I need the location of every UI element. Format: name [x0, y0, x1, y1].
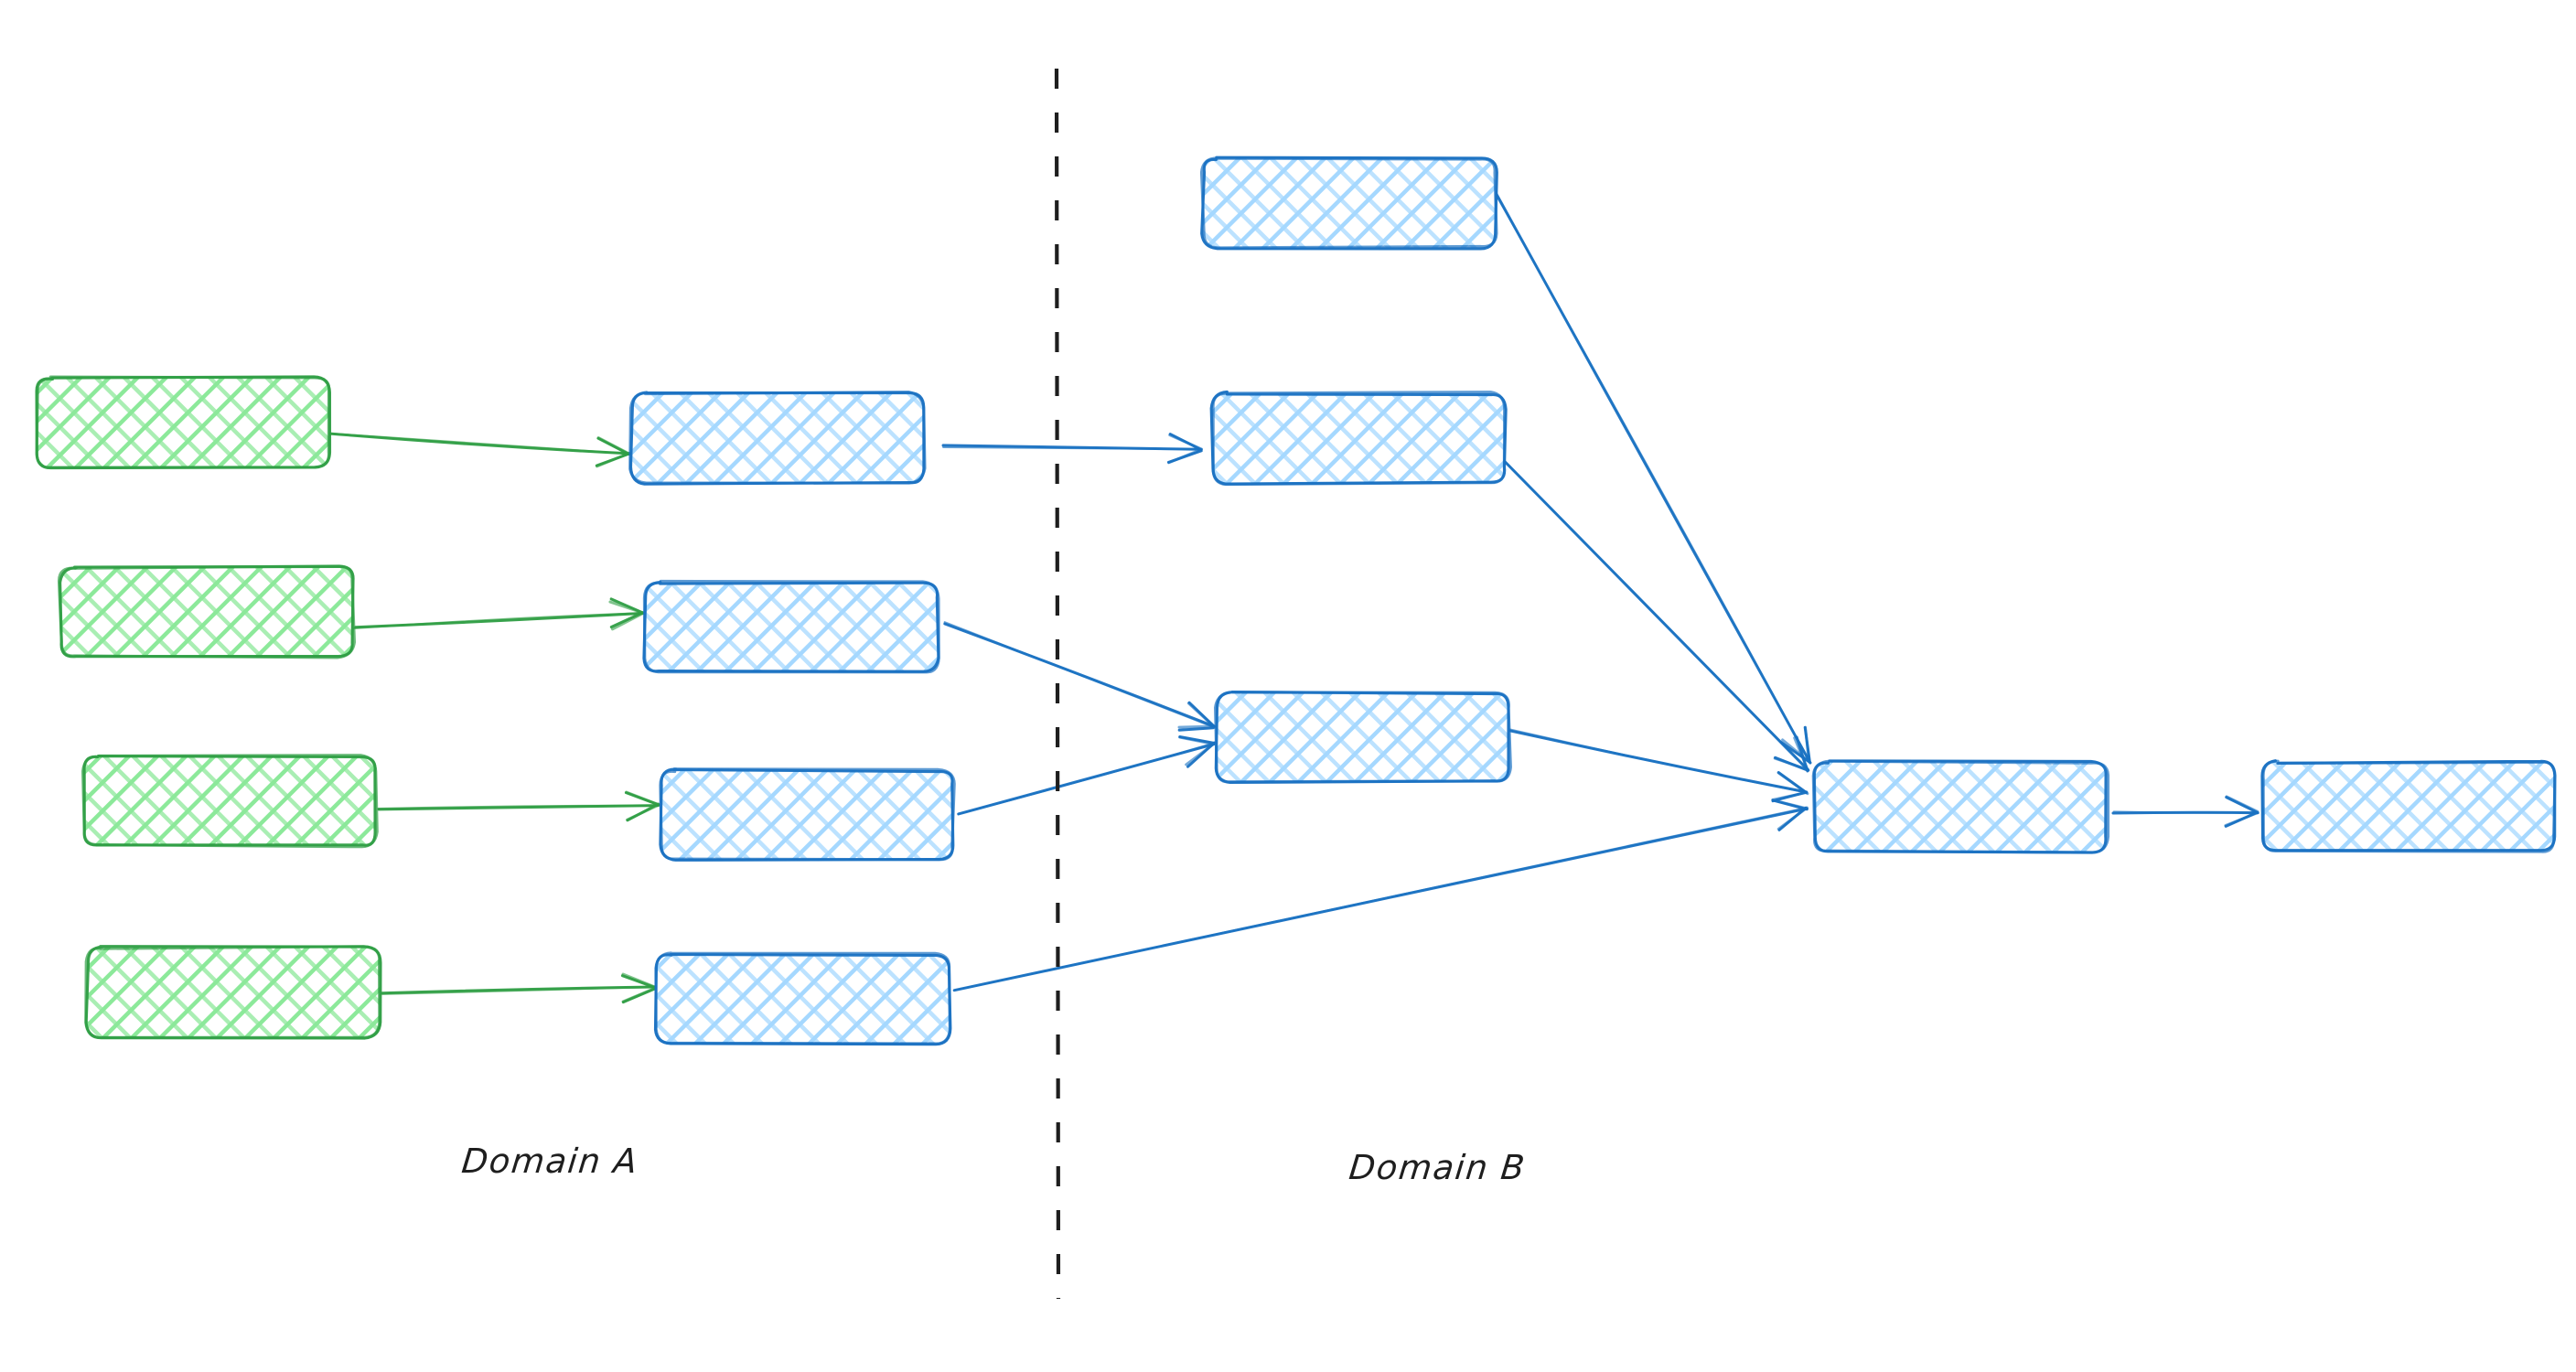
edge-e-c2 — [1496, 452, 1810, 773]
edge-e-b3 — [957, 734, 1217, 816]
node-a-proc-1[interactable] — [628, 391, 927, 486]
node-outline — [654, 951, 951, 1045]
node-outline — [84, 945, 381, 1039]
divider-layer — [1054, 68, 1061, 1300]
arrowhead-stroke — [1804, 725, 1810, 763]
node-fill-cross — [87, 948, 380, 1037]
domain-divider-line — [1054, 68, 1061, 1300]
node-outline — [659, 767, 956, 862]
arrowhead-stroke — [1776, 771, 1809, 796]
edge-e-c1 — [1492, 188, 1812, 765]
domain-label-b: Domain B — [1347, 1148, 1528, 1187]
node-fill-cross — [1212, 393, 1505, 483]
arrowhead-stroke — [608, 600, 645, 615]
edge-e-a3 — [377, 790, 661, 822]
node-outline — [1199, 156, 1498, 250]
edge-line — [1492, 189, 1811, 764]
edge-e-b1 — [941, 433, 1203, 465]
node-outline — [1811, 759, 2110, 854]
nodes-layer — [35, 155, 2557, 1046]
node-outline — [2261, 759, 2557, 853]
arrowhead-stroke — [1773, 756, 1810, 771]
node-b-node-2[interactable] — [1209, 390, 1508, 487]
node-outline — [57, 564, 357, 659]
node-outline — [1211, 391, 1507, 487]
node-a-src-4[interactable] — [84, 945, 382, 1040]
edge-line — [381, 985, 657, 995]
node-fill-cross — [83, 756, 376, 846]
node-b-node-1[interactable] — [1199, 155, 1498, 251]
arrowhead-stroke — [596, 436, 632, 456]
arrowhead-stroke — [1177, 726, 1215, 732]
node-fill-cross — [37, 378, 329, 467]
arrowhead-stroke — [621, 986, 657, 1003]
edge-line — [377, 804, 661, 810]
node-fill-cross — [1217, 692, 1509, 782]
arrowhead-stroke — [626, 803, 660, 821]
node-a-proc-2[interactable] — [642, 579, 940, 674]
edge-line — [329, 432, 631, 456]
edges-layer — [328, 188, 2259, 1004]
edge-e-b2 — [943, 621, 1217, 732]
arrowhead-stroke — [1177, 724, 1216, 729]
edge-line — [957, 742, 1216, 815]
node-fill-cross — [1814, 762, 2107, 852]
node-outline — [628, 391, 927, 485]
edge-e-a4 — [381, 972, 658, 1004]
node-b-hub[interactable] — [1811, 759, 2110, 854]
arrowhead-stroke — [1781, 738, 1811, 764]
edge-e-a1 — [328, 432, 632, 468]
edge-line — [1508, 728, 1808, 794]
arrowhead-stroke — [625, 790, 660, 806]
node-fill-cross — [60, 567, 353, 657]
arrowhead-stroke — [1771, 791, 1808, 801]
node-b-node-3[interactable] — [1213, 690, 1512, 785]
edge-e-c4 — [952, 799, 1809, 992]
domain-label-a: Domain A — [459, 1142, 640, 1181]
edge-e-d1 — [2111, 795, 2259, 828]
edge-line — [942, 445, 1202, 451]
arrowhead-stroke — [2224, 811, 2259, 827]
edge-e-c3 — [1508, 728, 1809, 803]
node-a-src-1[interactable] — [35, 375, 332, 470]
node-a-proc-4[interactable] — [653, 951, 952, 1046]
arrowhead-stroke — [1168, 434, 1203, 451]
edge-e-a2 — [352, 597, 646, 631]
node-outline — [1213, 691, 1512, 784]
arrowhead-stroke — [1776, 806, 1809, 831]
node-a-proc-3[interactable] — [659, 767, 956, 862]
node-fill-cross — [1203, 158, 1496, 248]
node-fill-cross — [2262, 762, 2555, 852]
node-a-src-2[interactable] — [57, 564, 357, 659]
arrowhead-stroke — [621, 972, 658, 989]
node-outline — [80, 754, 379, 849]
node-fill-cross — [645, 583, 938, 672]
arrowhead-stroke — [1185, 743, 1215, 766]
arrowhead-stroke — [1167, 447, 1203, 465]
edge-line — [352, 612, 644, 630]
edge-line — [954, 807, 1808, 991]
node-fill-cross — [631, 393, 924, 483]
edge-line — [2112, 810, 2259, 814]
node-outline — [35, 375, 331, 469]
arrowhead-stroke — [1771, 799, 1808, 810]
node-outline — [642, 579, 940, 674]
edge-line — [1496, 452, 1809, 771]
node-fill-cross — [660, 770, 953, 860]
node-a-src-3[interactable] — [80, 754, 379, 849]
arrowhead-stroke — [1178, 735, 1216, 746]
node-b-sink[interactable] — [2260, 759, 2557, 853]
arrowhead-stroke — [2225, 795, 2259, 813]
arrowhead-stroke — [596, 452, 631, 468]
node-fill-cross — [657, 954, 950, 1044]
arrowhead-stroke — [1793, 736, 1809, 772]
arrowhead-stroke — [1186, 702, 1217, 729]
edge-line — [943, 621, 1215, 728]
arrowhead-stroke — [610, 612, 644, 631]
